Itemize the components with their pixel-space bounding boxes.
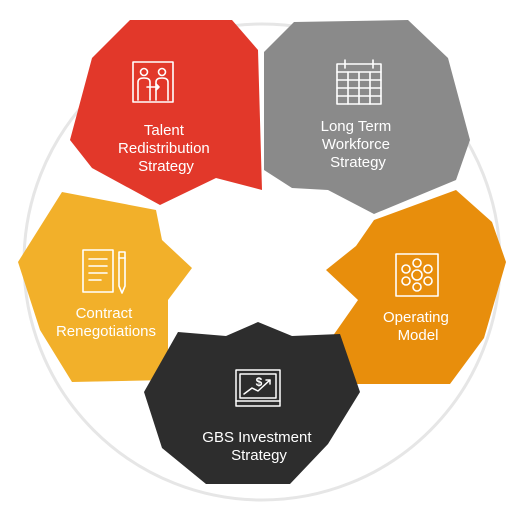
segment-gbs-shape <box>144 322 360 484</box>
segment-talent[interactable]: Talent Redistribution Strategy <box>70 20 262 205</box>
network-icon <box>395 253 439 297</box>
segment-gbs-label: GBS Investment Strategy <box>202 429 315 464</box>
calendar-icon <box>336 59 382 105</box>
segment-operating-line-2: Model <box>398 327 439 344</box>
segment-contract-line-2: Renegotiations <box>56 323 156 340</box>
segment-workforce-line-3: Strategy <box>330 154 386 171</box>
segment-contract-label: Contract Renegotiations <box>56 305 156 340</box>
contract-pen-icon <box>82 249 126 294</box>
segment-talent-line-2: Redistribution <box>118 140 210 157</box>
segment-operating-shape <box>326 190 506 384</box>
segment-workforce-label: Long Term Workforce Strategy <box>321 118 396 171</box>
segment-workforce-shape <box>264 20 470 214</box>
segment-operating-label: Operating Model <box>383 309 453 344</box>
segment-workforce-line-2: Workforce <box>322 136 390 153</box>
segment-workforce[interactable]: Long Term Workforce Strategy <box>264 20 470 214</box>
segment-talent-shape <box>70 20 262 205</box>
dollar-sign-glyph: $ <box>256 375 263 389</box>
segment-operating[interactable]: Operating Model <box>326 190 506 384</box>
segment-gbs-line-1: GBS Investment <box>202 429 312 446</box>
segment-contract-shape <box>18 192 192 382</box>
segment-gbs-line-2: Strategy <box>231 447 287 464</box>
segment-talent-line-1: Talent <box>144 122 185 139</box>
investment-monitor-icon: $ <box>235 369 281 407</box>
segment-workforce-line-1: Long Term <box>321 118 392 135</box>
segment-gbs[interactable]: $ GBS Investment Strategy <box>144 322 360 484</box>
segment-talent-line-3: Strategy <box>138 158 194 175</box>
segment-contract-line-1: Contract <box>76 305 134 322</box>
people-exchange-icon <box>132 61 174 103</box>
segment-operating-line-1: Operating <box>383 309 449 326</box>
segment-talent-label: Talent Redistribution Strategy <box>118 122 214 175</box>
segment-contract[interactable]: Contract Renegotiations <box>18 192 192 382</box>
